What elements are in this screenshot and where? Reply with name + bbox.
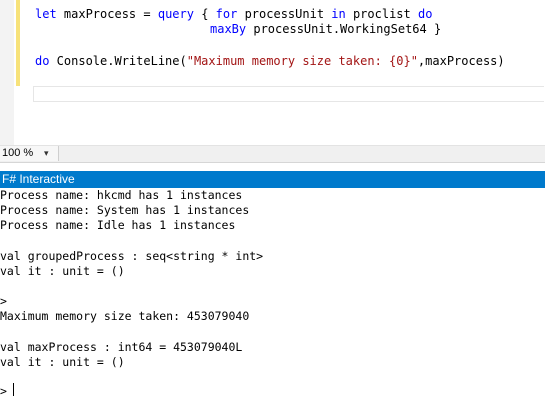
keyword: maxBy: [210, 22, 247, 36]
keyword: for: [215, 7, 238, 21]
code-line-1[interactable]: let maxProcess = query { for processUnit…: [35, 7, 432, 21]
keyword: in: [331, 7, 346, 21]
input-prompt[interactable]: >: [0, 384, 7, 398]
keyword: do: [35, 54, 50, 68]
code-text: Console.WriteLine(: [49, 54, 187, 68]
fsi-output[interactable]: Process name: hkcmd has 1 instances Proc…: [0, 188, 545, 415]
output-line: val groupedProcess : seq<string * int>: [0, 249, 264, 263]
current-line-highlight[interactable]: [33, 86, 544, 102]
output-line: Process name: System has 1 instances: [0, 203, 250, 217]
fsi-panel-title[interactable]: F# Interactive: [0, 171, 545, 188]
change-indicator: [16, 0, 20, 86]
keyword: query: [157, 7, 194, 21]
chevron-down-icon[interactable]: ▾: [44, 148, 49, 158]
code-text: processUnit: [237, 7, 332, 21]
output-line: val maxProcess : int64 = 453079040L: [0, 340, 243, 354]
code-line-3[interactable]: do Console.WriteLine("Maximum memory siz…: [35, 54, 505, 68]
code-editor[interactable]: let maxProcess = query { for processUnit…: [0, 0, 545, 145]
prompt: >: [0, 294, 7, 308]
editor-gutter: [0, 0, 14, 145]
code-text: ,maxProcess): [417, 54, 505, 68]
output-line: val it : unit = (): [0, 355, 125, 369]
output-line: Maximum memory size taken: 453079040: [0, 309, 250, 323]
zoom-dropdown[interactable]: 100 % ▾: [0, 146, 59, 161]
code-line-2[interactable]: maxBy processUnit.WorkingSet64 }: [210, 22, 441, 36]
zoom-value: 100 %: [2, 147, 34, 159]
keyword: let: [35, 7, 57, 21]
editor-statusbar: 100 % ▾: [0, 145, 545, 163]
code-text: proclist: [345, 7, 418, 21]
code-text: {: [193, 7, 216, 21]
code-text: maxProcess =: [56, 7, 158, 21]
text-caret: [13, 383, 14, 396]
string-literal: "Maximum memory size taken: {0}": [186, 54, 418, 68]
panel-title: F# Interactive: [2, 172, 75, 186]
code-text: processUnit.WorkingSet64 }: [246, 22, 442, 36]
output-line: Process name: Idle has 1 instances: [0, 218, 236, 232]
output-line: val it : unit = (): [0, 264, 125, 278]
output-line: Process name: hkcmd has 1 instances: [0, 188, 243, 202]
keyword: do: [417, 7, 433, 21]
